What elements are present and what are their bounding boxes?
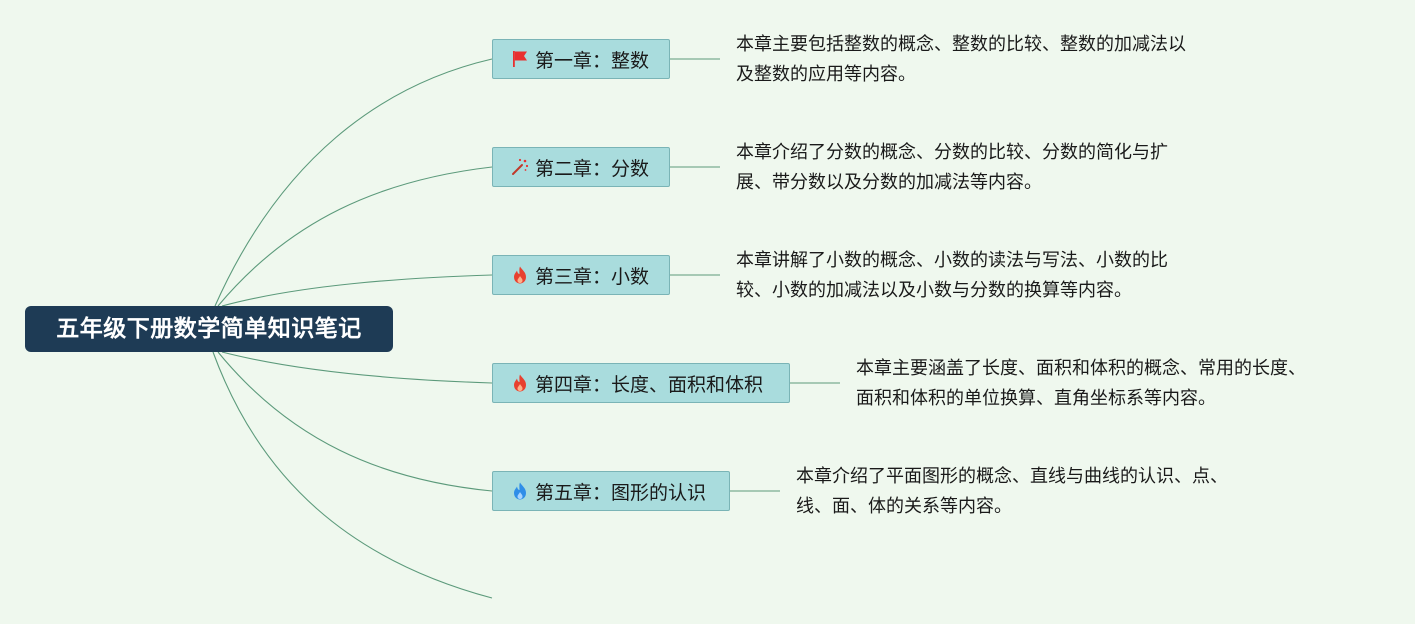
chapter-4-label: 第四章：长度、面积和体积 (535, 373, 764, 396)
chapter-4-node[interactable]: 第四章：长度、面积和体积 (492, 363, 790, 403)
chapter-3-description: 本章讲解了小数的概念、小数的读法与写法、小数的比 较、小数的加减法以及小数与分数… (736, 246, 1236, 306)
branch-line-6 (212, 351, 493, 599)
chapter-2-desc-line-2: 展、带分数以及分数的加减法等内容。 (736, 172, 1042, 193)
chapter-1-description: 本章主要包括整数的概念、整数的比较、整数的加减法以 及整数的应用等内容。 (736, 30, 1236, 90)
chapter-1-desc-line-2: 及整数的应用等内容。 (736, 64, 916, 85)
blue-fire-icon (509, 480, 531, 502)
fire-icon (509, 264, 531, 286)
chapter-1-label: 第一章：整数 (535, 49, 650, 72)
chapter-1-node[interactable]: 第一章：整数 (492, 39, 670, 79)
fire-icon (509, 372, 531, 394)
chapter-2-desc-line-1: 本章介绍了分数的概念、分数的比较、分数的简化与扩 (736, 142, 1168, 163)
chapter-3-desc-line-2: 较、小数的加减法以及小数与分数的换算等内容。 (736, 280, 1132, 301)
root-topic[interactable]: 五年级下册数学简单知识笔记 (25, 306, 393, 352)
branch-line-3 (221, 274, 493, 307)
branch-line-5 (217, 351, 493, 492)
chapter-5-node[interactable]: 第五章：图形的认识 (492, 471, 730, 511)
branch-line-1 (214, 58, 493, 307)
chapter-2-label: 第二章：分数 (535, 157, 650, 180)
chapter-5-description: 本章介绍了平面图形的概念、直线与曲线的认识、点、 线、面、体的关系等内容。 (796, 462, 1296, 522)
chapter-1-desc-line-1: 本章主要包括整数的概念、整数的比较、整数的加减法以 (736, 34, 1186, 55)
chapter-3-desc-line-1: 本章讲解了小数的概念、小数的读法与写法、小数的比 (736, 250, 1168, 271)
chapter-2-node[interactable]: 第二章：分数 (492, 147, 670, 187)
sparkle-icon (509, 156, 531, 178)
chapter-5-desc-line-2: 线、面、体的关系等内容。 (796, 496, 1012, 517)
chapter-3-label: 第三章：小数 (535, 265, 650, 288)
chapter-2-description: 本章介绍了分数的概念、分数的比较、分数的简化与扩 展、带分数以及分数的加减法等内… (736, 138, 1236, 198)
branch-line-2 (217, 166, 493, 307)
chapter-5-desc-line-1: 本章介绍了平面图形的概念、直线与曲线的认识、点、 (796, 466, 1228, 487)
chapter-4-desc-line-2: 面积和体积的单位换算、直角坐标系等内容。 (856, 388, 1216, 409)
branch-line-4 (221, 351, 493, 384)
chapter-3-node[interactable]: 第三章：小数 (492, 255, 670, 295)
red-flag-icon (509, 48, 531, 70)
chapter-5-label: 第五章：图形的认识 (535, 481, 707, 504)
chapter-4-desc-line-1: 本章主要涵盖了长度、面积和体积的概念、常用的长度、 (856, 358, 1306, 379)
chapter-4-description: 本章主要涵盖了长度、面积和体积的概念、常用的长度、 面积和体积的单位换算、直角坐… (856, 354, 1356, 414)
